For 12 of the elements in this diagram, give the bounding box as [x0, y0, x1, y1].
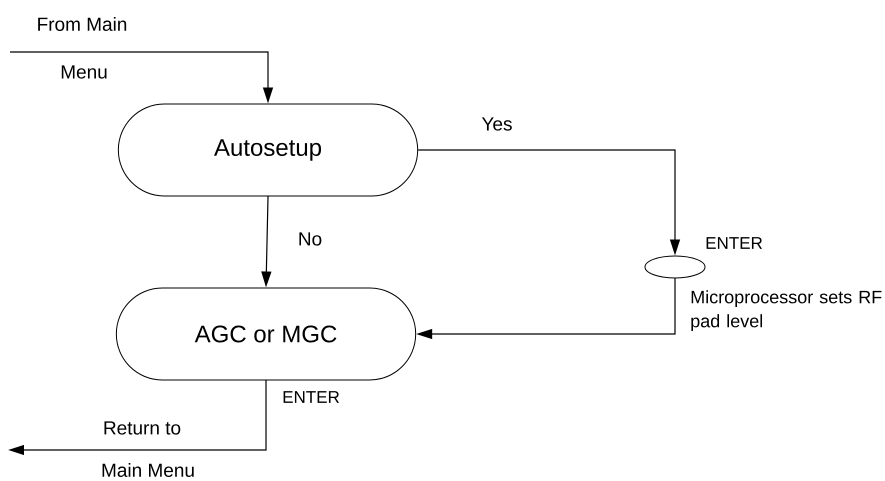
- beside-text: Microprocessor sets RF pad level: [691, 290, 882, 331]
- flow-label: Menu: [62, 65, 106, 79]
- process-pill: AGC or MGC: [116, 288, 416, 380]
- edge-label: Yes: [482, 117, 512, 131]
- flow-label: Return to: [104, 421, 180, 435]
- process-pill: Autosetup: [118, 104, 418, 196]
- beside-text: ENTER: [706, 237, 762, 249]
- edge-label: ENTER: [284, 391, 340, 403]
- edge-label: No: [299, 232, 322, 246]
- flow-label: From Main: [38, 17, 126, 31]
- ellipse-node: [644, 256, 706, 278]
- flow-label: Main Menu: [102, 463, 194, 477]
